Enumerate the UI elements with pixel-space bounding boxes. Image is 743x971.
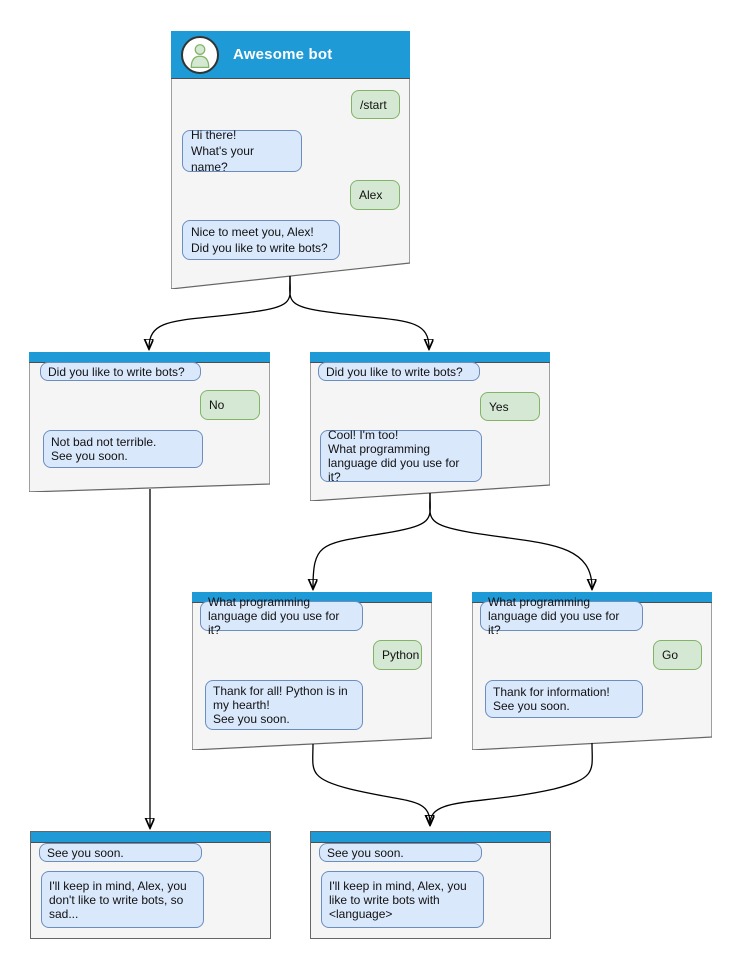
arrow-yes-to-python — [313, 492, 431, 588]
arrow-python-to-end — [312, 743, 430, 824]
bot-avatar — [181, 36, 219, 74]
chat-header — [311, 832, 550, 843]
bot-message-reply: Cool! I'm too! What programming language… — [320, 428, 482, 484]
bot-message-reply: Not bad not terrible. See you soon. — [43, 430, 203, 468]
person-icon — [190, 43, 210, 68]
bot-message-context: What programming language did you use fo… — [200, 595, 363, 637]
user-message-start: /start — [351, 90, 400, 119]
user-message-yes: Yes — [480, 392, 540, 421]
bot-message-reply: Thank for all! Python is in my hearth! S… — [205, 680, 363, 730]
user-message-go: Go — [653, 640, 702, 670]
bot-message-reply: I'll keep in mind, Alex, you like to wri… — [321, 871, 484, 928]
chat-window-yes-branch: Did you like to write bots? Yes Cool! I'… — [310, 352, 550, 501]
bot-message-context: See you soon. — [319, 843, 482, 862]
user-message-name: Alex — [350, 180, 400, 210]
bot-title: Awesome bot — [233, 46, 333, 63]
bot-message-context: See you soon. — [39, 843, 202, 862]
chat-window-end-no: See you soon. I'll keep in mind, Alex, y… — [30, 831, 271, 939]
chat-window-start: Awesome bot /start Hi there! What's your… — [171, 31, 410, 289]
bot-message-context: What programming language did you use fo… — [480, 595, 643, 637]
user-message-no: No — [200, 390, 260, 420]
user-message-python: Python — [373, 640, 422, 670]
chat-window-no-branch: Did you like to write bots? No Not bad n… — [29, 352, 270, 492]
bot-message-context: Did you like to write bots? — [40, 362, 201, 381]
chat-window-python-branch: What programming language did you use fo… — [192, 592, 432, 750]
bot-message-greeting: Hi there! What's your name? — [182, 128, 302, 174]
arrow-go-to-end — [430, 742, 593, 824]
chat-window-end-yes: See you soon. I'll keep in mind, Alex, y… — [310, 831, 551, 939]
bot-message-reply: Thank for information! See you soon. — [485, 680, 643, 718]
bot-message-question: Nice to meet you, Alex! Did you like to … — [182, 220, 340, 260]
chat-window-go-branch: What programming language did you use fo… — [472, 592, 712, 750]
bot-message-context: Did you like to write bots? — [318, 362, 480, 381]
chat-header: Awesome bot — [171, 31, 410, 79]
arrow-yes-to-go — [429, 492, 592, 588]
bot-message-reply: I'll keep in mind, Alex, you don't like … — [41, 871, 204, 928]
chat-header — [31, 832, 270, 843]
